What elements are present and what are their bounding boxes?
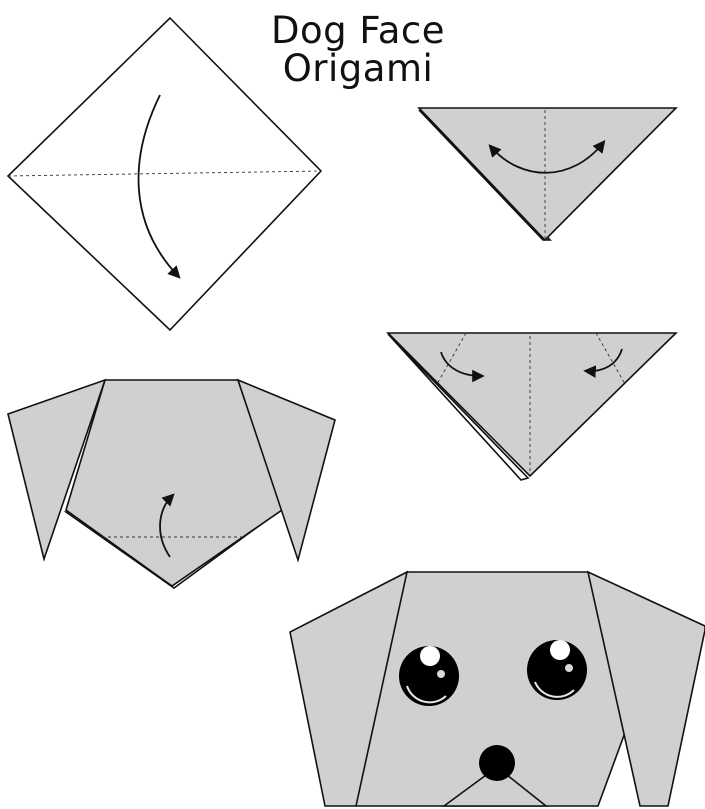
step-2-triangle	[419, 108, 676, 240]
eye-left	[399, 646, 459, 706]
title-line-2: Origami	[258, 50, 458, 87]
eye-right-highlight-large	[550, 640, 570, 660]
eye-left-highlight-large	[420, 646, 440, 666]
eye-right-highlight-small	[565, 664, 573, 672]
nose	[479, 745, 515, 781]
title-line-1: Dog Face	[258, 12, 458, 49]
eye-left-highlight-small	[437, 670, 445, 678]
step-4-ears-down	[8, 380, 335, 588]
paper-triangle	[388, 333, 676, 476]
step-5-finished-face	[290, 572, 705, 806]
step-3-triangle-folds	[388, 333, 676, 480]
eye-right	[527, 640, 587, 700]
paper-triangle	[419, 108, 676, 240]
